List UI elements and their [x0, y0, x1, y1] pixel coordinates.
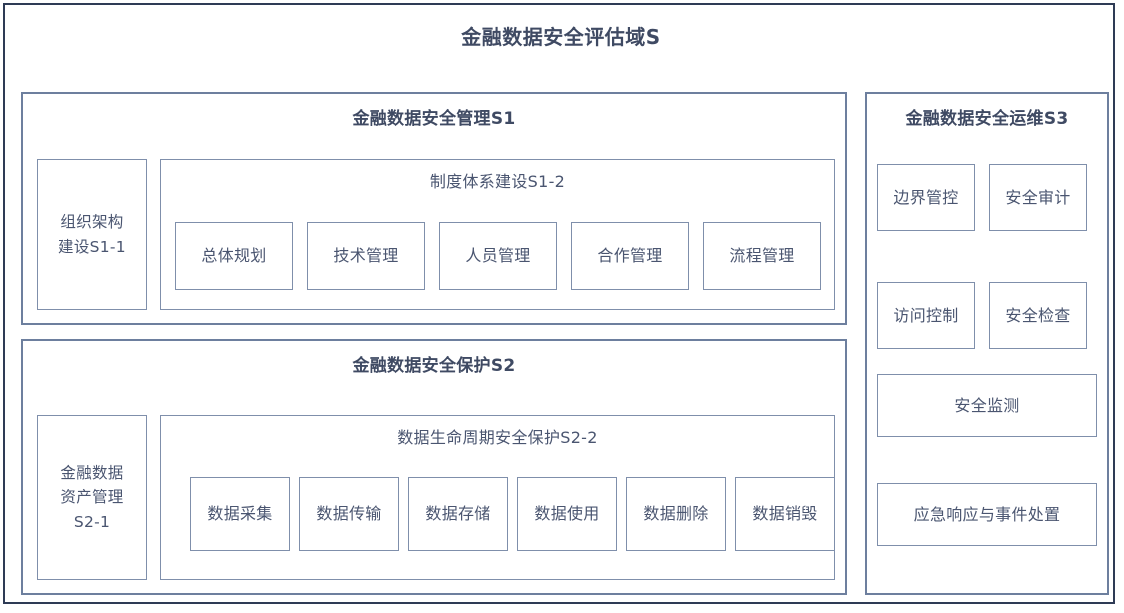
cell-s3-security-inspection: 安全检查	[989, 282, 1087, 349]
cell-s2-2-item-5: 数据删除	[626, 477, 726, 551]
panel-s3-title: 金融数据安全运维S3	[905, 109, 1069, 129]
panel-s1-title: 金融数据安全管理S1	[352, 109, 516, 129]
cell-s3-boundary-control-label: 边界管控	[893, 187, 959, 207]
cell-s3-security-audit: 安全审计	[989, 164, 1087, 231]
cell-s3-emergency-response-label: 应急响应与事件处置	[913, 504, 1061, 524]
cell-s2-1-asset-management: 金融数据 资产管理 S2-1	[37, 415, 147, 580]
cell-s2-2-item-6: 数据销毁	[735, 477, 835, 551]
panel-s2-data-protection: 金融数据安全保护S2 金融数据 资产管理 S2-1 数据生命周期安全保护S2-2…	[21, 339, 847, 595]
cell-s2-2-item-2: 数据传输	[299, 477, 399, 551]
cell-s2-2-item-3: 数据存储	[408, 477, 508, 551]
cell-s2-2-item-4: 数据使用	[517, 477, 617, 551]
cell-s3-security-monitoring-label: 安全监测	[954, 395, 1020, 415]
cell-s2-1-label: 金融数据 资产管理 S2-1	[60, 464, 124, 531]
subpanel-s2-2-title: 数据生命周期安全保护S2-2	[397, 428, 598, 447]
cell-s3-security-audit-label: 安全审计	[1005, 187, 1071, 207]
cell-s1-2-item-1-label: 总体规划	[201, 246, 267, 266]
panel-s3-security-operations: 金融数据安全运维S3 边界管控 安全审计 访问控制 安全检查 安全监测 应急响应…	[865, 92, 1109, 595]
root-domain-frame: 金融数据安全评估域S 金融数据安全管理S1 组织架构 建设S1-1 制度体系建设…	[3, 3, 1115, 604]
panel-s1-security-management: 金融数据安全管理S1 组织架构 建设S1-1 制度体系建设S1-2 总体规划 技…	[21, 92, 847, 325]
cell-s2-2-item-2-label: 数据传输	[316, 504, 382, 524]
cell-s3-access-control: 访问控制	[877, 282, 975, 349]
cell-s1-1-label: 组织架构 建设S1-1	[58, 213, 126, 256]
cell-s2-2-item-5-label: 数据删除	[643, 504, 709, 524]
cell-s1-2-item-5: 流程管理	[703, 222, 821, 290]
cell-s2-2-item-6-label: 数据销毁	[752, 504, 818, 524]
panel-s2-title: 金融数据安全保护S2	[352, 356, 516, 376]
cell-s2-2-item-1-label: 数据采集	[207, 504, 273, 524]
cell-s1-2-item-3: 人员管理	[439, 222, 557, 290]
cell-s1-2-item-4: 合作管理	[571, 222, 689, 290]
page-title: 金融数据安全评估域S	[461, 25, 661, 49]
cell-s1-2-item-2: 技术管理	[307, 222, 425, 290]
cell-s1-2-item-3-label: 人员管理	[465, 246, 531, 266]
cell-s3-security-inspection-label: 安全检查	[1005, 305, 1071, 325]
cell-s1-2-item-5-label: 流程管理	[729, 246, 795, 266]
cell-s3-access-control-label: 访问控制	[893, 305, 959, 325]
subpanel-s1-2-system-framework: 制度体系建设S1-2 总体规划 技术管理 人员管理 合作管理 流程管理	[160, 159, 835, 310]
cell-s3-boundary-control: 边界管控	[877, 164, 975, 231]
cell-s3-emergency-response: 应急响应与事件处置	[877, 483, 1097, 546]
cell-s2-2-item-4-label: 数据使用	[534, 504, 600, 524]
cell-s2-2-item-3-label: 数据存储	[425, 504, 491, 524]
subpanel-s2-2-lifecycle-protection: 数据生命周期安全保护S2-2 数据采集 数据传输 数据存储 数据使用 数据删除	[160, 415, 835, 580]
cell-s3-security-monitoring: 安全监测	[877, 374, 1097, 437]
cell-s1-2-item-1: 总体规划	[175, 222, 293, 290]
cell-s1-2-item-2-label: 技术管理	[333, 246, 399, 266]
cell-s1-1-org-structure: 组织架构 建设S1-1	[37, 159, 147, 310]
subpanel-s1-2-title: 制度体系建设S1-2	[429, 172, 566, 191]
cell-s2-2-item-1: 数据采集	[190, 477, 290, 551]
cell-s1-2-item-4-label: 合作管理	[597, 246, 663, 266]
